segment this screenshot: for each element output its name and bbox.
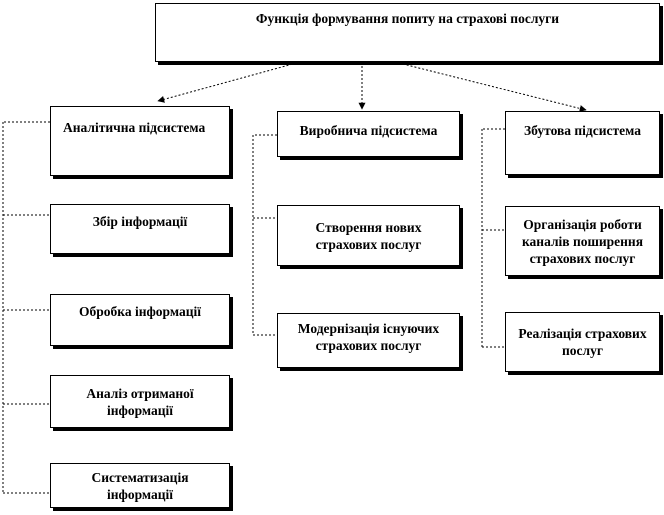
production-header-label: Виробнича підсистема	[299, 123, 438, 138]
sales-item-2-label: Реалізація страхових послуг	[518, 326, 647, 358]
analytic-item-3: Аналіз отриманої інформації	[50, 375, 230, 428]
analytic-bracket	[2, 121, 50, 494]
production-item-1: Створення нових страхових послуг	[277, 205, 460, 266]
sales-item-2: Реалізація страхових послуг	[505, 312, 660, 372]
sales-item-1: Організація роботи каналів поширення стр…	[505, 206, 660, 276]
analytic-item-1-label: Збір інформації	[92, 214, 188, 229]
root-label: Функція формування попиту на страхові по…	[255, 11, 560, 26]
analytic-item-2-label: Обробка інформації	[78, 304, 201, 319]
sales-header-box: Збутова підсистема	[505, 111, 660, 175]
production-item-2: Модернізація існуючих страхових послуг	[277, 313, 460, 368]
production-item-2-label: Модернізація існуючих страхових послуг	[297, 321, 440, 353]
production-bracket	[252, 134, 277, 336]
sales-header-label: Збутова підсистема	[524, 123, 641, 138]
arrow-to-sales	[394, 61, 587, 112]
analytic-header-label: Аналітична підсистема	[63, 120, 206, 135]
arrow-to-analytic	[157, 61, 301, 103]
sales-bracket	[481, 128, 505, 348]
analytic-header-box: Аналітична підсистема	[50, 106, 230, 176]
analytic-item-3-label: Аналіз отриманої інформації	[86, 385, 194, 418]
analytic-item-4: Систематизація інформації	[50, 463, 230, 508]
root-box: Функція формування попиту на страхові по…	[155, 3, 660, 62]
sales-item-1-label: Організація роботи каналів поширення стр…	[521, 216, 644, 266]
analytic-item-1: Збір інформації	[50, 204, 230, 254]
analytic-item-2: Обробка інформації	[50, 294, 230, 346]
analytic-item-4-label: Систематизація інформації	[91, 469, 189, 502]
production-header-box: Виробнича підсистема	[277, 111, 460, 157]
production-item-1-label: Створення нових страхових послуг	[315, 219, 422, 252]
